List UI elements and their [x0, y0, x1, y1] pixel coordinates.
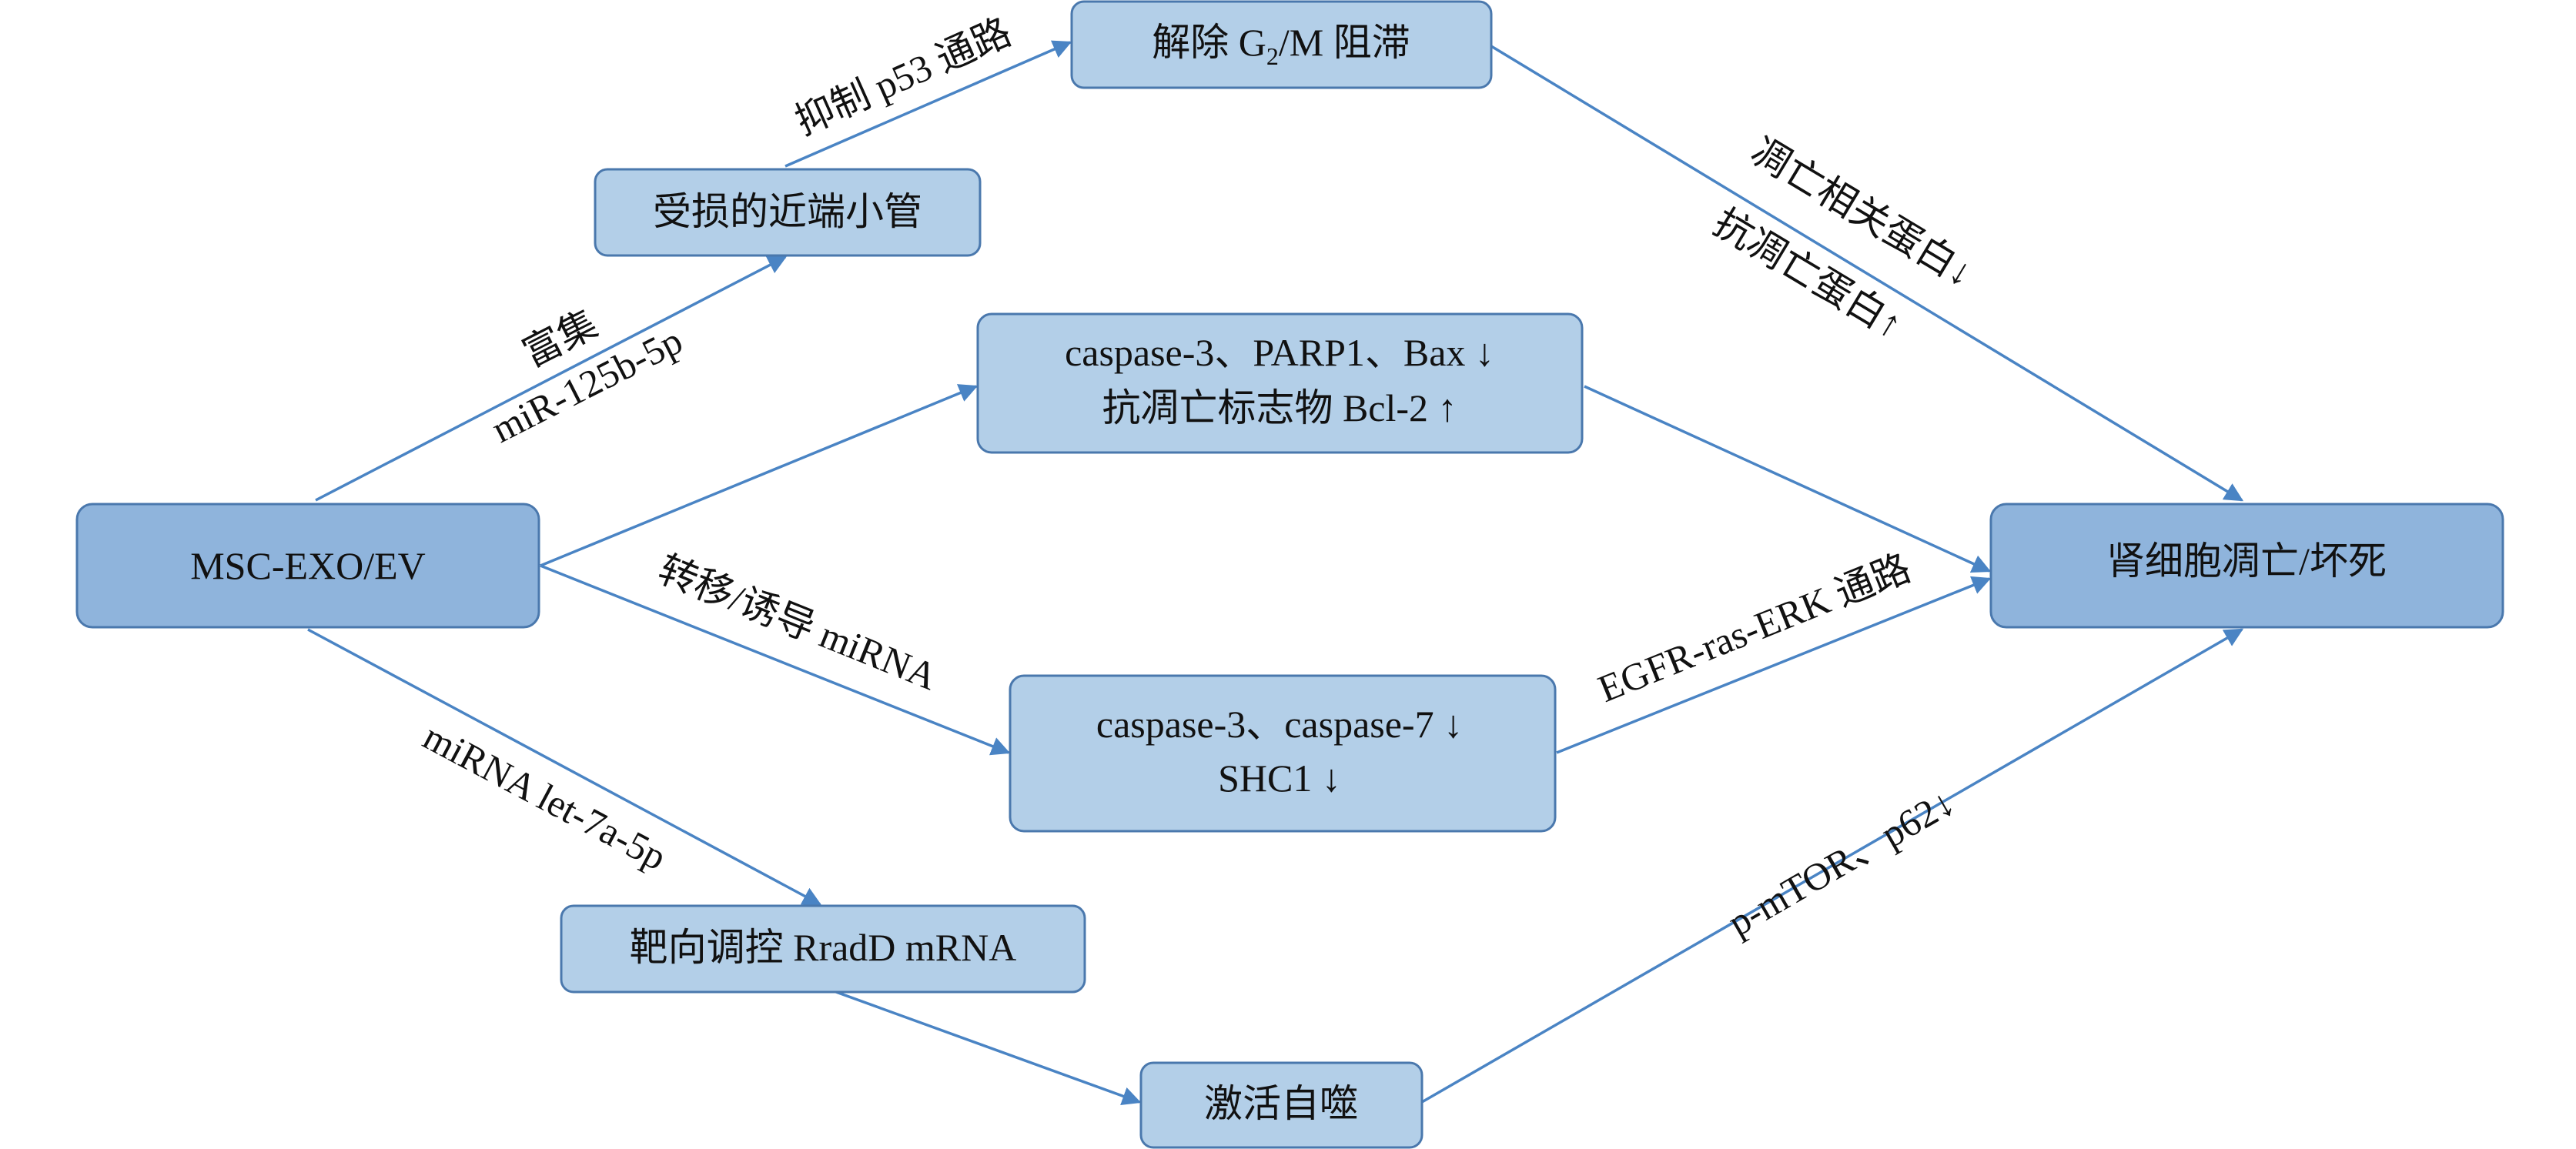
node-autophagy: 激活自噬 [1139, 1061, 1423, 1149]
node-msc-exo-ev-label: MSC-EXO/EV [190, 544, 426, 587]
edge-label-let7a: miRNA let-7a-5p [417, 714, 674, 878]
node-caspase-box1: caspase-3、PARP1、Bax ↓ 抗凋亡标志物 Bcl-2 ↑ [976, 312, 1584, 454]
g2m-suffix: /M 阻滞 [1279, 21, 1410, 64]
node-caspase-box2: caspase-3、caspase-7 ↓ SHC1 ↓ [1009, 674, 1557, 833]
node-msc-exo-ev: MSC-EXO/EV [75, 503, 540, 629]
node-proximal-tubule: 受损的近端小管 [594, 168, 982, 257]
node-renal-cell-death: 肾细胞凋亡/坏死 [1989, 503, 2504, 629]
edge-autophagy-to-renal-death [1421, 628, 2244, 1104]
node-proximal-tubule-label: 受损的近端小管 [653, 190, 922, 233]
node-autophagy-label: 激活自噬 [1204, 1082, 1358, 1125]
g2m-subscript: 2 [1266, 42, 1279, 70]
g2m-prefix: 解除 G [1152, 21, 1266, 64]
node-g2m-arrest: 解除 G2/M 阻滞 [1070, 0, 1493, 89]
node-rradd: 靶向调控 RradD mRNA [560, 904, 1086, 994]
edge-proximal-tubule-to-g2m [785, 40, 1072, 168]
node-g2m-arrest-label: 解除 G2/M 阻滞 [1152, 21, 1410, 70]
node-caspase-box1-line2: 抗凋亡标志物 Bcl-2 ↑ [1102, 386, 1457, 429]
node-rradd-label: 靶向调控 RradD mRNA [630, 926, 1017, 969]
node-renal-cell-death-label: 肾细胞凋亡/坏死 [2106, 539, 2387, 583]
edge-caspase-box2-to-renal-death [1556, 576, 1992, 754]
node-caspase-box2-line1: caspase-3、caspase-7 ↓ [1096, 703, 1463, 746]
edge-caspase-box1-to-renal-death [1584, 385, 1992, 573]
edge-label-transfer-mirna: 转移/诱导 miRNA [653, 547, 944, 698]
node-caspase-box1-line1: caspase-3、PARP1、Bax ↓ [1065, 331, 1494, 374]
edge-msc-to-rradd [307, 628, 822, 906]
edge-msc-to-caspase-box1 [540, 384, 979, 567]
edge-label-p53: 抑制 p53 通路 [789, 10, 1018, 143]
edge-rradd-to-autophagy [827, 987, 1142, 1105]
edge-msc-to-caspase-box2 [540, 564, 1011, 756]
edge-msc-to-proximal-tubule [315, 256, 788, 502]
edge-label-mtor: p-mTOR、p62↓ [1721, 780, 1962, 944]
edge-g2m-to-renal-death [1490, 45, 2244, 502]
node-caspase-box2-line2: SHC1 ↓ [1218, 757, 1341, 800]
